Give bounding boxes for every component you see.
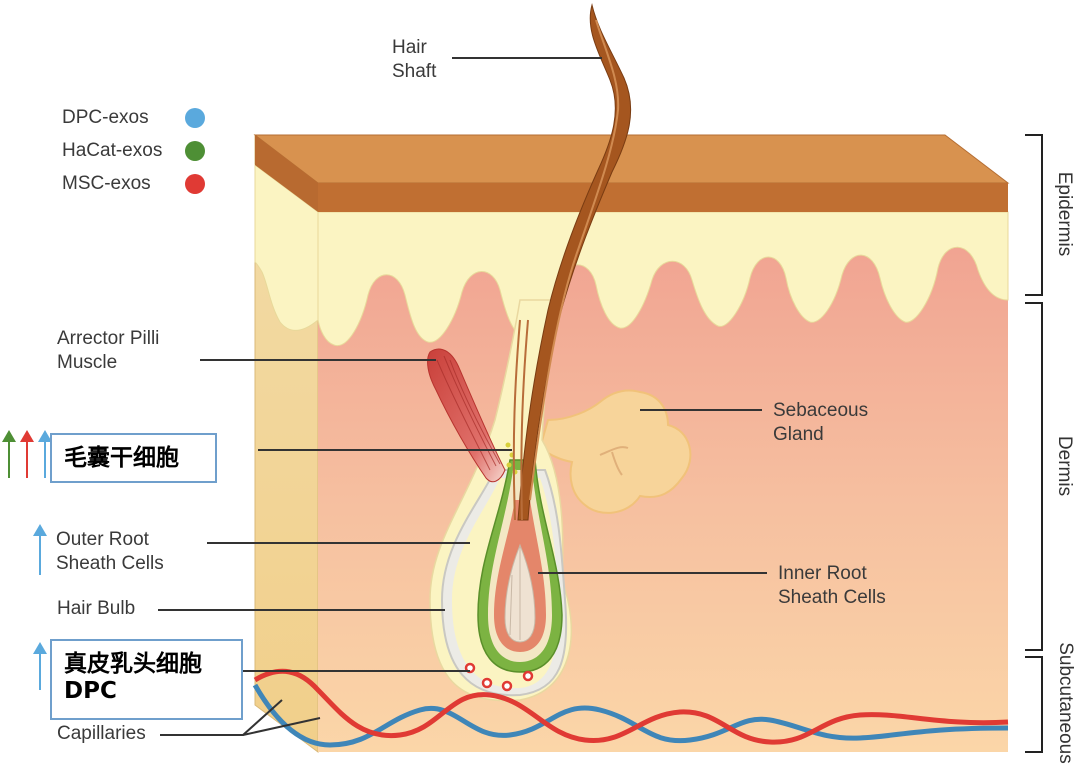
epidermis-layer bbox=[317, 211, 1009, 346]
blue-up-arrow-ors bbox=[33, 524, 47, 575]
label-sebaceous-gland: Sebaceous Gland bbox=[773, 400, 869, 445]
blue-up-arrow bbox=[38, 430, 52, 478]
hair-root-strands bbox=[512, 319, 529, 521]
label-arrector-pili: Arrector Pilli Muscle bbox=[57, 328, 160, 373]
layer-label-subcutaneous: Subcutaneous bbox=[1055, 642, 1076, 764]
stratum-side bbox=[255, 135, 318, 212]
muscle-striations bbox=[436, 355, 501, 471]
layer-label-dermis: Dermis bbox=[1054, 435, 1075, 497]
stratum-front bbox=[318, 183, 1008, 212]
label-inner-root-sheath: Inner Root Sheath Cells bbox=[778, 563, 886, 608]
label-capillaries: Capillaries bbox=[57, 723, 146, 744]
legend-label: HaCat-exos bbox=[62, 140, 163, 161]
blue-up-arrow-dpc bbox=[33, 642, 47, 690]
label-hair-bulb: Hair Bulb bbox=[57, 598, 136, 619]
layer-label-epidermis: Epidermis bbox=[1054, 171, 1075, 257]
red-dot-icon bbox=[185, 174, 205, 194]
blue-dot-icon bbox=[185, 108, 205, 128]
layer-brackets bbox=[1025, 134, 1043, 753]
hair-shaft-highlight bbox=[529, 19, 620, 501]
sebaceous-gland-detail bbox=[599, 446, 629, 476]
label-outer-root-sheath: Outer Root Sheath Cells bbox=[56, 529, 164, 574]
epidermis-side-ridges bbox=[254, 164, 319, 331]
capillary-red bbox=[253, 668, 1009, 745]
sebaceous-gland bbox=[538, 389, 692, 514]
green-dot-icon bbox=[185, 141, 205, 161]
red-up-arrow bbox=[20, 430, 34, 478]
leader-lines bbox=[158, 57, 767, 736]
capillary-blue bbox=[252, 683, 1009, 748]
dpc-dots bbox=[464, 662, 534, 692]
stratum-top bbox=[253, 134, 1010, 184]
callout-follicle-stem-cells: 毛囊干细胞 bbox=[50, 433, 217, 483]
green-up-arrow bbox=[2, 430, 16, 478]
label-hair-shaft: Hair Shaft bbox=[392, 37, 437, 82]
legend-label: DPC-exos bbox=[62, 107, 149, 128]
callout-dpc: 真皮乳头细胞 DPC bbox=[50, 639, 243, 720]
up-arrows bbox=[2, 430, 52, 690]
papilla-line-2 bbox=[509, 574, 513, 636]
legend-label: MSC-exos bbox=[62, 173, 151, 194]
